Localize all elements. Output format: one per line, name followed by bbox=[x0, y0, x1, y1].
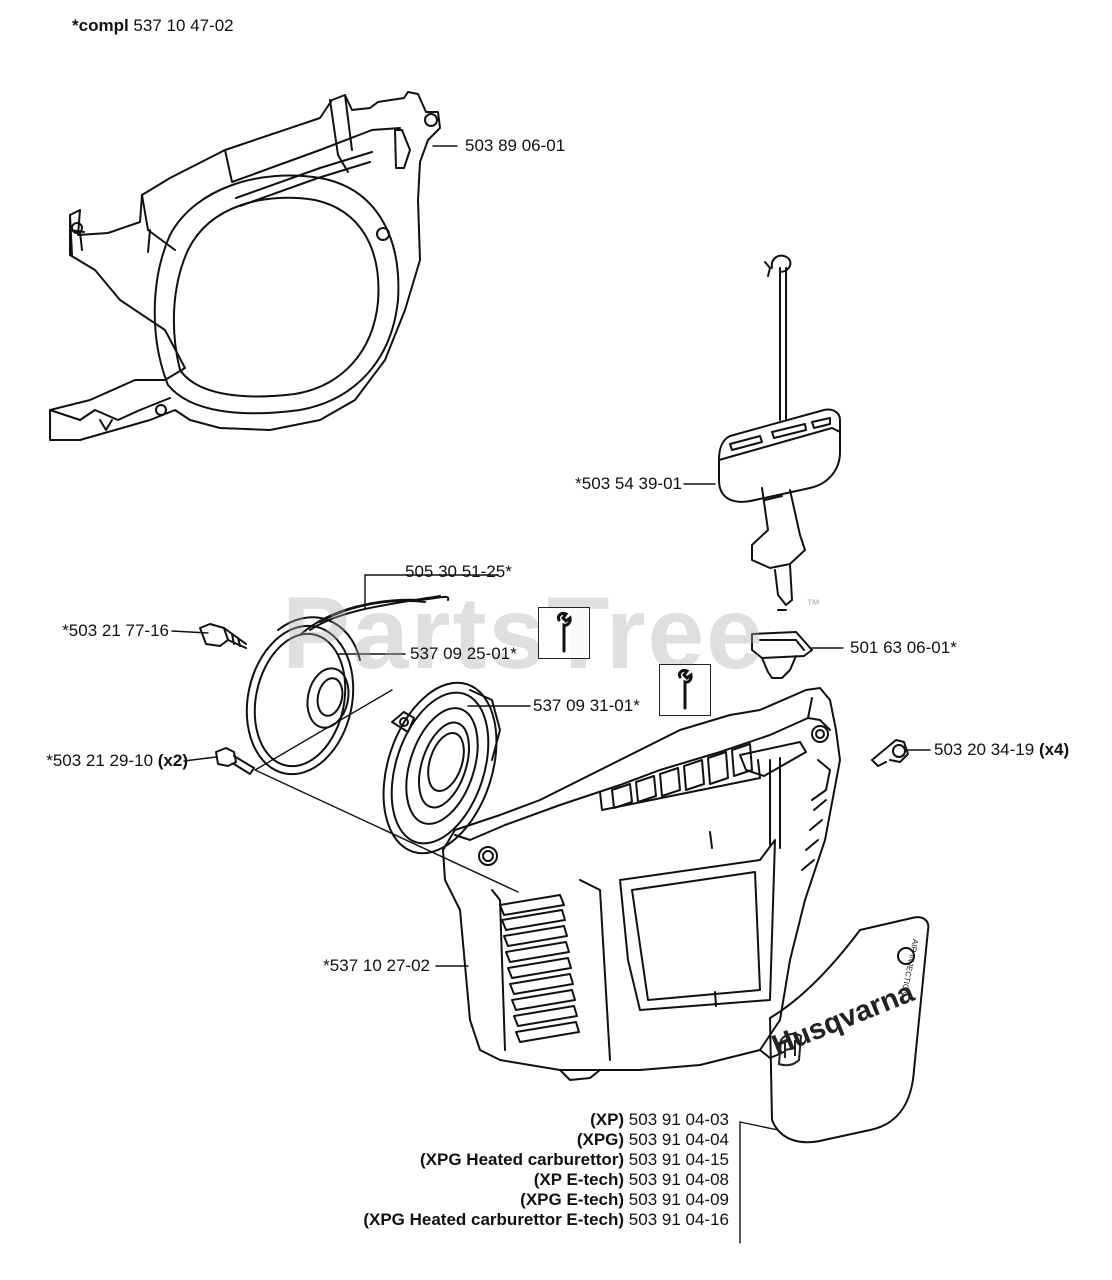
decal-list-item[interactable]: (XP E-tech) 503 91 04-08 bbox=[363, 1170, 729, 1190]
decal-part-number: 503 91 04-09 bbox=[628, 1190, 729, 1209]
decal-list-item[interactable]: (XPG) 503 91 04-04 bbox=[363, 1130, 729, 1150]
label-guide[interactable]: 501 63 06-01* bbox=[850, 638, 957, 657]
decal-variant: (XPG) bbox=[576, 1130, 625, 1149]
label-cover[interactable]: *537 10 27-02 bbox=[323, 956, 430, 975]
decal-list-item[interactable]: (XPG Heated carburettor) 503 91 04-15 bbox=[363, 1150, 729, 1170]
label-screw-right[interactable]: 503 20 34-19 (x4) bbox=[934, 740, 1069, 760]
label-screw-top[interactable]: *503 21 77-16 bbox=[62, 621, 169, 640]
leader-lines bbox=[171, 145, 931, 1244]
label-screw-right-qty: (x4) bbox=[1038, 740, 1070, 759]
cord-guide bbox=[751, 631, 813, 679]
decal-list: (XP) 503 91 04-03 (XPG) 503 91 04-04 (XP… bbox=[363, 1110, 729, 1230]
starter-cover bbox=[442, 687, 841, 1081]
label-cord[interactable]: 505 30 51-25* bbox=[405, 562, 512, 581]
husqvarna-logo-icon bbox=[777, 1032, 803, 1067]
label-screw-small[interactable]: *503 21 29-10 (x2) bbox=[46, 751, 188, 771]
wrench-icon[interactable] bbox=[538, 607, 590, 659]
assembly-prefix: *compl bbox=[72, 16, 129, 35]
cord-handle bbox=[718, 254, 841, 611]
decal-part-number: 503 91 04-04 bbox=[628, 1130, 729, 1149]
decal-part-number: 503 91 04-08 bbox=[628, 1170, 729, 1189]
screw-small bbox=[215, 747, 255, 775]
starter-housing-frame bbox=[49, 91, 441, 441]
decal-part-number: 503 91 04-15 bbox=[628, 1150, 729, 1169]
decal-part-number: 503 91 04-16 bbox=[628, 1210, 729, 1229]
decal-variant: (XP E-tech) bbox=[533, 1170, 625, 1189]
decal-variant: (XP) bbox=[590, 1110, 625, 1129]
label-handle[interactable]: *503 54 39-01 bbox=[575, 474, 682, 493]
label-screw-small-number: *503 21 29-10 bbox=[46, 751, 154, 770]
decal-list-item[interactable]: (XPG Heated carburettor E-tech) 503 91 0… bbox=[363, 1210, 729, 1230]
decal-variant: (XPG Heated carburettor) bbox=[420, 1150, 625, 1169]
decal-panel bbox=[769, 916, 930, 1144]
screw-right bbox=[871, 739, 909, 767]
wrench-icon[interactable] bbox=[659, 664, 711, 716]
decal-list-item[interactable]: (XPG E-tech) 503 91 04-09 bbox=[363, 1190, 729, 1210]
recoil-spring-cassette bbox=[382, 681, 501, 855]
decal-list-item[interactable]: (XP) 503 91 04-03 bbox=[363, 1110, 729, 1130]
watermark-trademark: ™ bbox=[806, 596, 820, 612]
decal-variant: (XPG E-tech) bbox=[520, 1190, 625, 1209]
rope-pulley bbox=[245, 595, 450, 776]
assembly-number-value: 537 10 47-02 bbox=[133, 16, 234, 35]
decal-variant: (XPG Heated carburettor E-tech) bbox=[363, 1210, 625, 1229]
decal-part-number: 503 91 04-03 bbox=[628, 1110, 729, 1129]
label-screw-right-number: 503 20 34-19 bbox=[934, 740, 1035, 759]
label-pulley[interactable]: 537 09 25-01* bbox=[410, 644, 517, 663]
label-spring[interactable]: 537 09 31-01* bbox=[533, 696, 640, 715]
label-screw-small-qty: (x2) bbox=[157, 751, 188, 770]
label-housing[interactable]: 503 89 06-01 bbox=[465, 136, 566, 155]
screw-top bbox=[199, 623, 247, 649]
assembly-number: *compl 537 10 47-02 bbox=[72, 16, 234, 36]
